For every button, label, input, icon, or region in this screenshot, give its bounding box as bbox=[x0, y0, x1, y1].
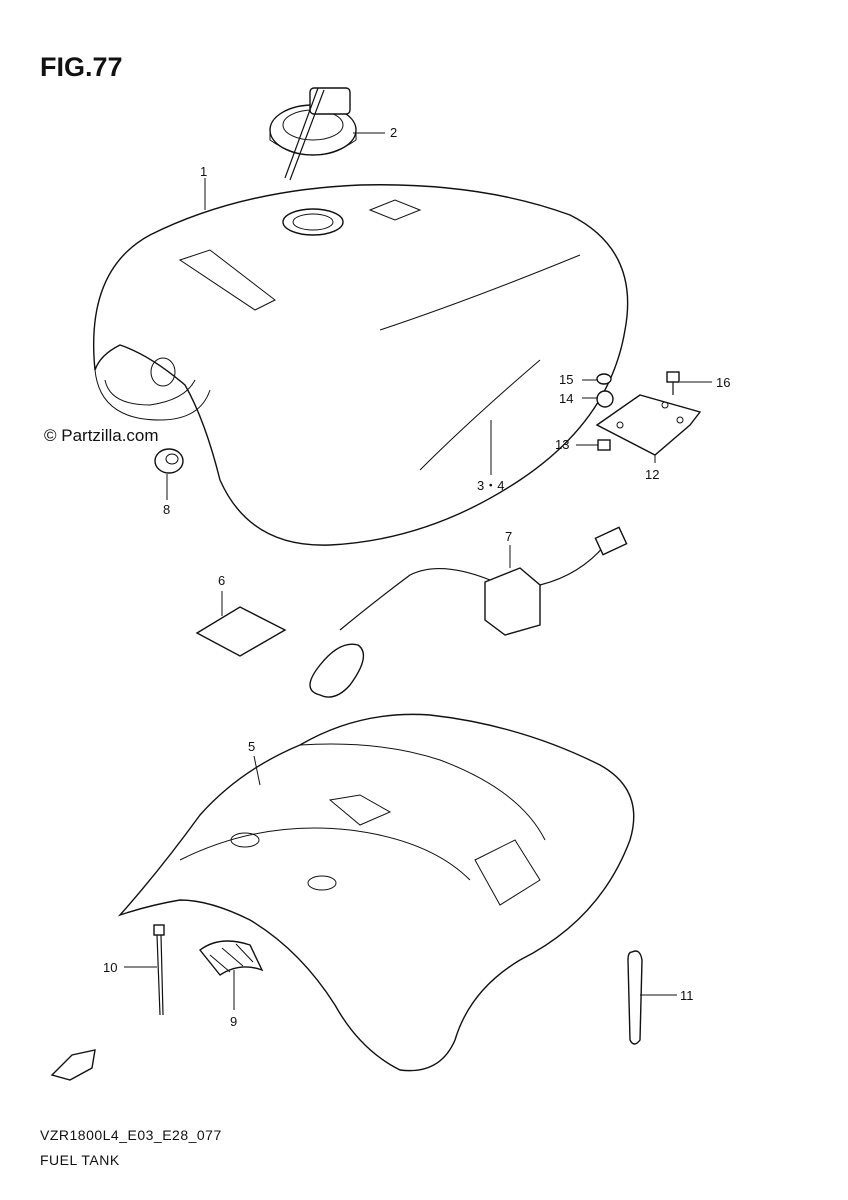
clamp-part bbox=[199, 940, 264, 976]
callout-10: 10 bbox=[103, 960, 117, 975]
cable-tie-part bbox=[153, 924, 165, 1016]
callout-5: 5 bbox=[248, 739, 255, 754]
callout-9: 9 bbox=[230, 1014, 237, 1029]
callout-14: 14 bbox=[559, 391, 573, 406]
callout-16: 16 bbox=[716, 375, 730, 390]
callout-11: 11 bbox=[680, 988, 694, 1003]
callout-3-4: 3・4 bbox=[477, 478, 504, 493]
diagram-code: VZR1800L4_E03_E28_077 bbox=[40, 1127, 222, 1143]
fuel-tank-part bbox=[92, 184, 629, 546]
diagram-name: FUEL TANK bbox=[40, 1152, 120, 1168]
tank-cover-part bbox=[117, 713, 635, 1072]
callout-labels: 2 1 15 16 14 13 12 3・4 8 7 6 5 10 9 11 bbox=[103, 125, 730, 1029]
bracket-part bbox=[595, 394, 702, 456]
callout-1: 1 bbox=[200, 164, 207, 179]
callout-7: 7 bbox=[505, 529, 512, 544]
nut-part bbox=[596, 373, 612, 385]
leader-lines bbox=[124, 132, 712, 1010]
callout-13: 13 bbox=[555, 437, 569, 452]
figure-title: FIG.77 bbox=[40, 52, 123, 82]
cushion-part bbox=[596, 390, 614, 408]
fwd-arrow-icon bbox=[50, 1049, 96, 1081]
label-sheet-part bbox=[195, 606, 287, 657]
strap-part bbox=[627, 950, 643, 1045]
callout-2: 2 bbox=[390, 125, 397, 140]
grommet-part bbox=[154, 448, 184, 474]
bolt-part bbox=[666, 371, 680, 395]
watermark: © Partzilla.com bbox=[44, 426, 159, 445]
screw-part bbox=[597, 439, 611, 451]
callout-8: 8 bbox=[163, 502, 170, 517]
fuel-cap-part bbox=[269, 87, 357, 181]
fuel-gauge-part bbox=[309, 526, 628, 698]
callout-12: 12 bbox=[645, 467, 659, 482]
callout-15: 15 bbox=[559, 372, 573, 387]
callout-6: 6 bbox=[218, 573, 225, 588]
